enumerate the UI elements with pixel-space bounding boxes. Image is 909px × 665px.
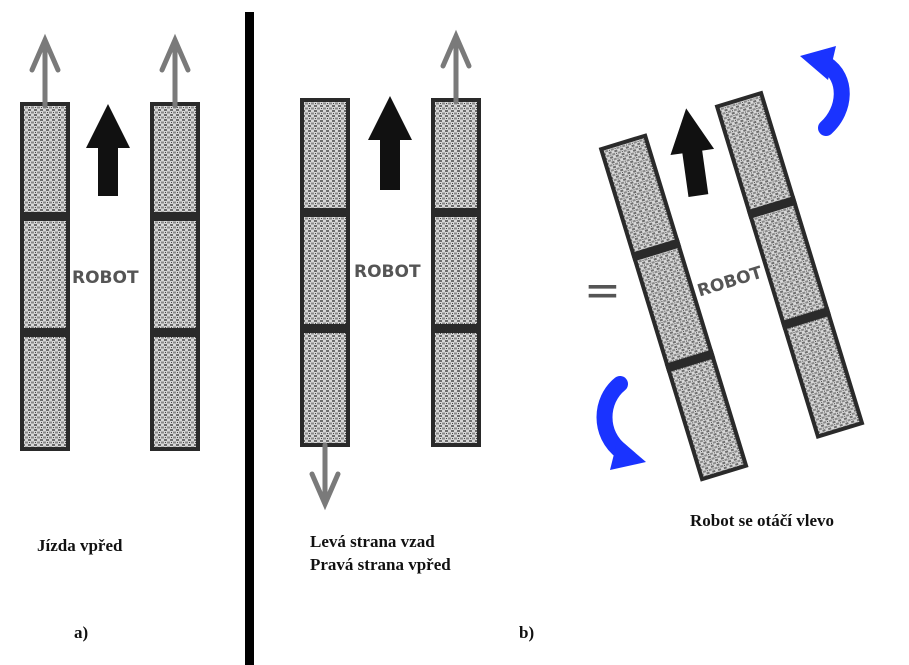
right-track-a bbox=[148, 102, 202, 451]
robot-c: ROBOT bbox=[596, 46, 866, 482]
caption-c: Robot se otáčí vlevo bbox=[690, 511, 835, 530]
caption-b-line2: Pravá strana vpřed bbox=[310, 555, 451, 574]
left-track-arrow-down-b bbox=[309, 442, 341, 511]
left-track-c bbox=[597, 133, 750, 482]
direction-arrow-a bbox=[86, 104, 130, 196]
left-track-b bbox=[298, 98, 352, 447]
rotation-arrow-top-icon bbox=[800, 46, 850, 136]
direction-arrow-b bbox=[368, 96, 412, 190]
right-track-arrow-up-a bbox=[159, 33, 191, 109]
left-track-arrow-up-a bbox=[29, 33, 61, 109]
caption-b-line1: Levá strana vzad bbox=[310, 532, 435, 551]
rotation-arrow-bottom-icon bbox=[596, 376, 646, 470]
robot-label-b: ROBOT bbox=[354, 262, 421, 282]
right-track-b bbox=[429, 98, 483, 447]
robot-a: ROBOT bbox=[18, 33, 202, 451]
right-track-c bbox=[713, 90, 866, 440]
robot-label-c: ROBOT bbox=[695, 263, 765, 302]
equals-sign: = bbox=[584, 265, 621, 316]
left-track-a bbox=[18, 102, 72, 451]
right-track-arrow-up-b bbox=[440, 29, 472, 105]
panel-letter-a: a) bbox=[74, 623, 89, 642]
robot-label-a: ROBOT bbox=[72, 268, 139, 288]
panel-divider bbox=[245, 12, 254, 665]
caption-a: Jízda vpřed bbox=[37, 536, 123, 555]
panel-letter-b: b) bbox=[519, 623, 535, 642]
robot-b: ROBOT bbox=[298, 29, 483, 511]
direction-arrow-c bbox=[670, 108, 715, 197]
